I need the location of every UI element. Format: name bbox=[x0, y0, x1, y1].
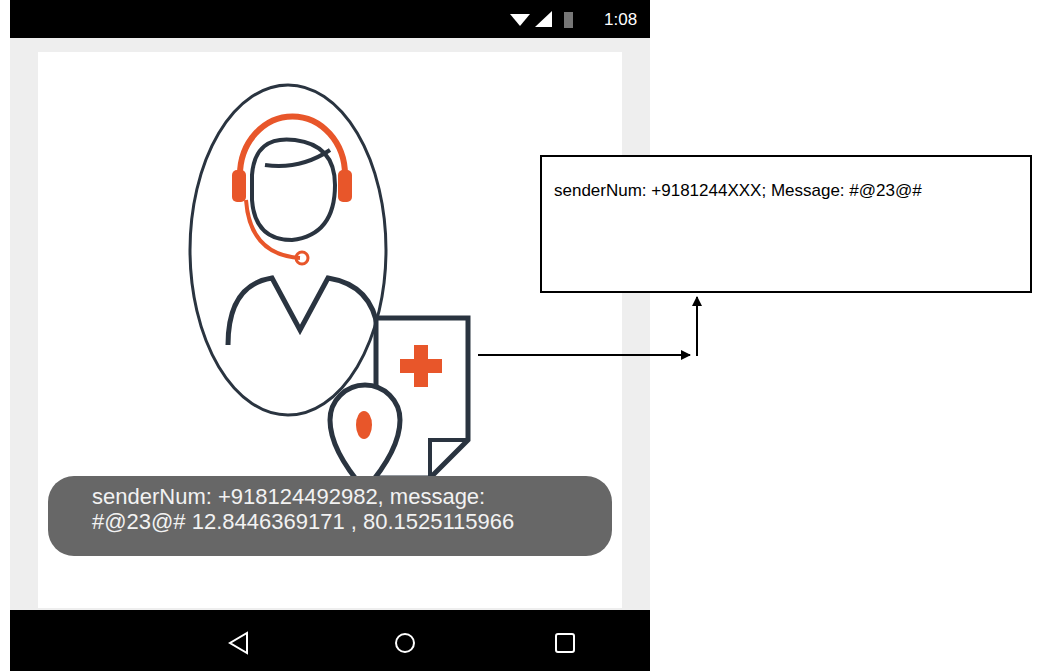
headset-ear bbox=[338, 170, 352, 202]
hair bbox=[265, 150, 330, 166]
leader-line bbox=[696, 297, 698, 356]
status-bar bbox=[10, 0, 650, 38]
toast-message: senderNum: +918124492982, message: #@23@… bbox=[48, 476, 612, 556]
wifi-icon bbox=[510, 14, 530, 26]
signal-icon bbox=[535, 11, 552, 27]
app-screen bbox=[38, 52, 622, 608]
status-time: 1:08 bbox=[604, 10, 637, 30]
callout-box: senderNum: +9181244XXX; Message: #@23@# bbox=[540, 155, 1032, 293]
nav-bar bbox=[10, 610, 650, 671]
leader-line bbox=[478, 354, 690, 356]
home-icon bbox=[396, 634, 414, 652]
red-cross bbox=[400, 345, 442, 387]
message-text: senderNum: +9181244XXX; Message: #@23@# bbox=[554, 171, 1020, 211]
battery-icon bbox=[564, 12, 573, 28]
shoulders bbox=[228, 278, 378, 345]
location-pin bbox=[330, 385, 400, 490]
pin-dot bbox=[356, 411, 372, 439]
message-text: senderNum: +918124492982, message: #@23@… bbox=[92, 484, 572, 534]
recents-icon bbox=[556, 634, 574, 652]
screen-frame bbox=[10, 0, 650, 671]
head bbox=[252, 139, 335, 240]
document-fold bbox=[430, 440, 468, 478]
headset-mic bbox=[246, 200, 300, 258]
logo-oval bbox=[190, 85, 386, 415]
mic-tip bbox=[296, 252, 308, 264]
headset-band bbox=[240, 116, 345, 175]
headset-ear bbox=[232, 170, 246, 202]
back-icon bbox=[230, 633, 247, 653]
